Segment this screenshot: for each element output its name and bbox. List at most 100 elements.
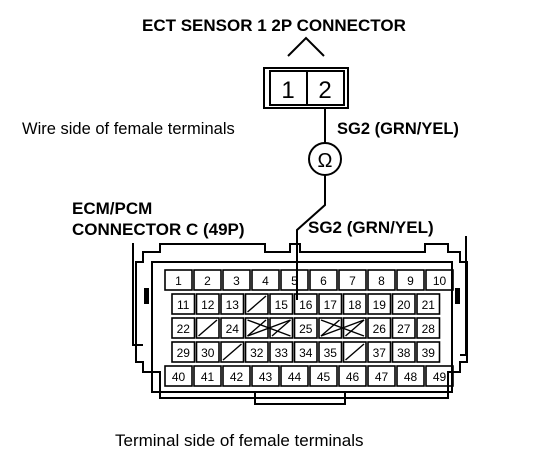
terminal-cavity	[269, 341, 294, 363]
terminal-cavity	[396, 269, 425, 291]
terminal-cavity	[367, 341, 392, 363]
terminal-cavity	[318, 293, 343, 315]
terminal-number: 22	[177, 322, 191, 336]
ohm-symbol: Ω	[318, 150, 333, 172]
terminal-cavity	[367, 293, 392, 315]
terminal-cavity	[293, 293, 318, 315]
blocked-cavity-x	[247, 319, 291, 337]
terminal-cavity	[309, 269, 338, 291]
terminal-number: 6	[320, 274, 327, 288]
terminal-number: 18	[348, 298, 362, 312]
terminal-cavity	[342, 293, 367, 315]
terminal-number: 20	[397, 298, 411, 312]
terminal-number: 48	[404, 370, 418, 384]
terminal-side-label: Terminal side of female terminals	[115, 431, 363, 450]
empty-cavity-mark	[222, 343, 242, 361]
ect-connector-key	[287, 36, 325, 57]
terminal-cavity	[164, 365, 193, 387]
terminal-number: 1	[175, 274, 182, 288]
terminal-cavity	[416, 341, 441, 363]
terminal-number: 16	[299, 298, 313, 312]
terminal-cavity	[220, 317, 245, 339]
terminal-cavity	[280, 365, 309, 387]
terminal-number: 9	[407, 274, 414, 288]
terminal-cavity	[251, 365, 280, 387]
terminal-cavity	[391, 317, 416, 339]
empty-cavity-mark	[198, 319, 218, 337]
empty-cavity-mark	[345, 319, 365, 337]
terminal-number: 17	[324, 298, 338, 312]
terminal-number: 11	[177, 298, 190, 312]
terminal-number: 44	[288, 370, 302, 384]
terminal-number: 46	[346, 370, 360, 384]
probe-lead-ground	[132, 243, 143, 346]
terminal-cavity	[195, 341, 220, 363]
terminal-cavity	[416, 293, 441, 315]
ecm-label-line2: CONNECTOR C (49P)	[72, 220, 245, 239]
terminal-number: 29	[177, 346, 191, 360]
terminal-number: 7	[349, 274, 356, 288]
terminal-cavity	[293, 341, 318, 363]
terminal-number: 8	[378, 274, 385, 288]
terminal-cavity	[171, 293, 196, 315]
terminal-cavity	[338, 269, 367, 291]
left-latch	[144, 288, 149, 304]
terminal-cavity	[342, 341, 367, 363]
terminal-cavity	[220, 293, 245, 315]
terminal-cavity	[244, 293, 269, 315]
terminal-number: 21	[422, 298, 436, 312]
terminal-number: 35	[324, 346, 338, 360]
right-latch	[455, 288, 460, 304]
ect-pin-1: 1	[281, 77, 294, 104]
terminal-cavity	[269, 293, 294, 315]
terminal-cavity	[195, 317, 220, 339]
terminal-cavity	[367, 269, 396, 291]
terminal-number: 49	[433, 370, 447, 384]
terminal-number: 34	[299, 346, 313, 360]
terminal-number: 25	[299, 322, 313, 336]
terminal-cavity	[164, 269, 193, 291]
terminal-number: 32	[250, 346, 264, 360]
terminal-number: 37	[373, 346, 387, 360]
terminal-number: 10	[433, 274, 447, 288]
terminal-number: 2	[204, 274, 211, 288]
terminal-cavity	[425, 365, 454, 387]
empty-cavity-mark	[247, 319, 267, 337]
terminal-cavity	[391, 341, 416, 363]
terminal-cavity	[222, 365, 251, 387]
terminal-cavity	[280, 269, 309, 291]
empty-cavity-mark	[320, 319, 340, 337]
terminal-cavity	[220, 341, 245, 363]
terminal-number: 39	[422, 346, 436, 360]
terminal-number: 19	[373, 298, 387, 312]
terminal-number: 4	[262, 274, 269, 288]
terminal-cavity	[391, 293, 416, 315]
terminal-cavity	[171, 341, 196, 363]
terminal-number: 13	[226, 298, 240, 312]
terminal-cavity	[396, 365, 425, 387]
terminal-number: 12	[201, 298, 215, 312]
terminal-cavity	[195, 293, 220, 315]
terminal-number: 43	[259, 370, 273, 384]
terminal-cavity	[318, 341, 343, 363]
terminal-cavity	[309, 365, 338, 387]
sg2-ecm-label: SG2 (GRN/YEL)	[308, 218, 434, 237]
terminal-number: 30	[201, 346, 215, 360]
terminal-number: 33	[275, 346, 289, 360]
terminal-cavity	[193, 269, 222, 291]
empty-cavity-mark	[345, 343, 365, 361]
ect-connector-title: ECT SENSOR 1 2P CONNECTOR	[142, 16, 406, 35]
terminal-number: 26	[373, 322, 387, 336]
terminal-number: 28	[422, 322, 436, 336]
ect-pin-2: 2	[318, 77, 331, 104]
sg2-wire-lower	[296, 175, 326, 300]
ect-sensor-connector: 1 2	[263, 67, 349, 109]
terminal-number: 41	[201, 370, 215, 384]
terminal-cavity	[193, 365, 222, 387]
wire-side-label: Wire side of female terminals	[22, 120, 235, 138]
terminal-number: 45	[317, 370, 331, 384]
terminal-cavity	[425, 269, 454, 291]
